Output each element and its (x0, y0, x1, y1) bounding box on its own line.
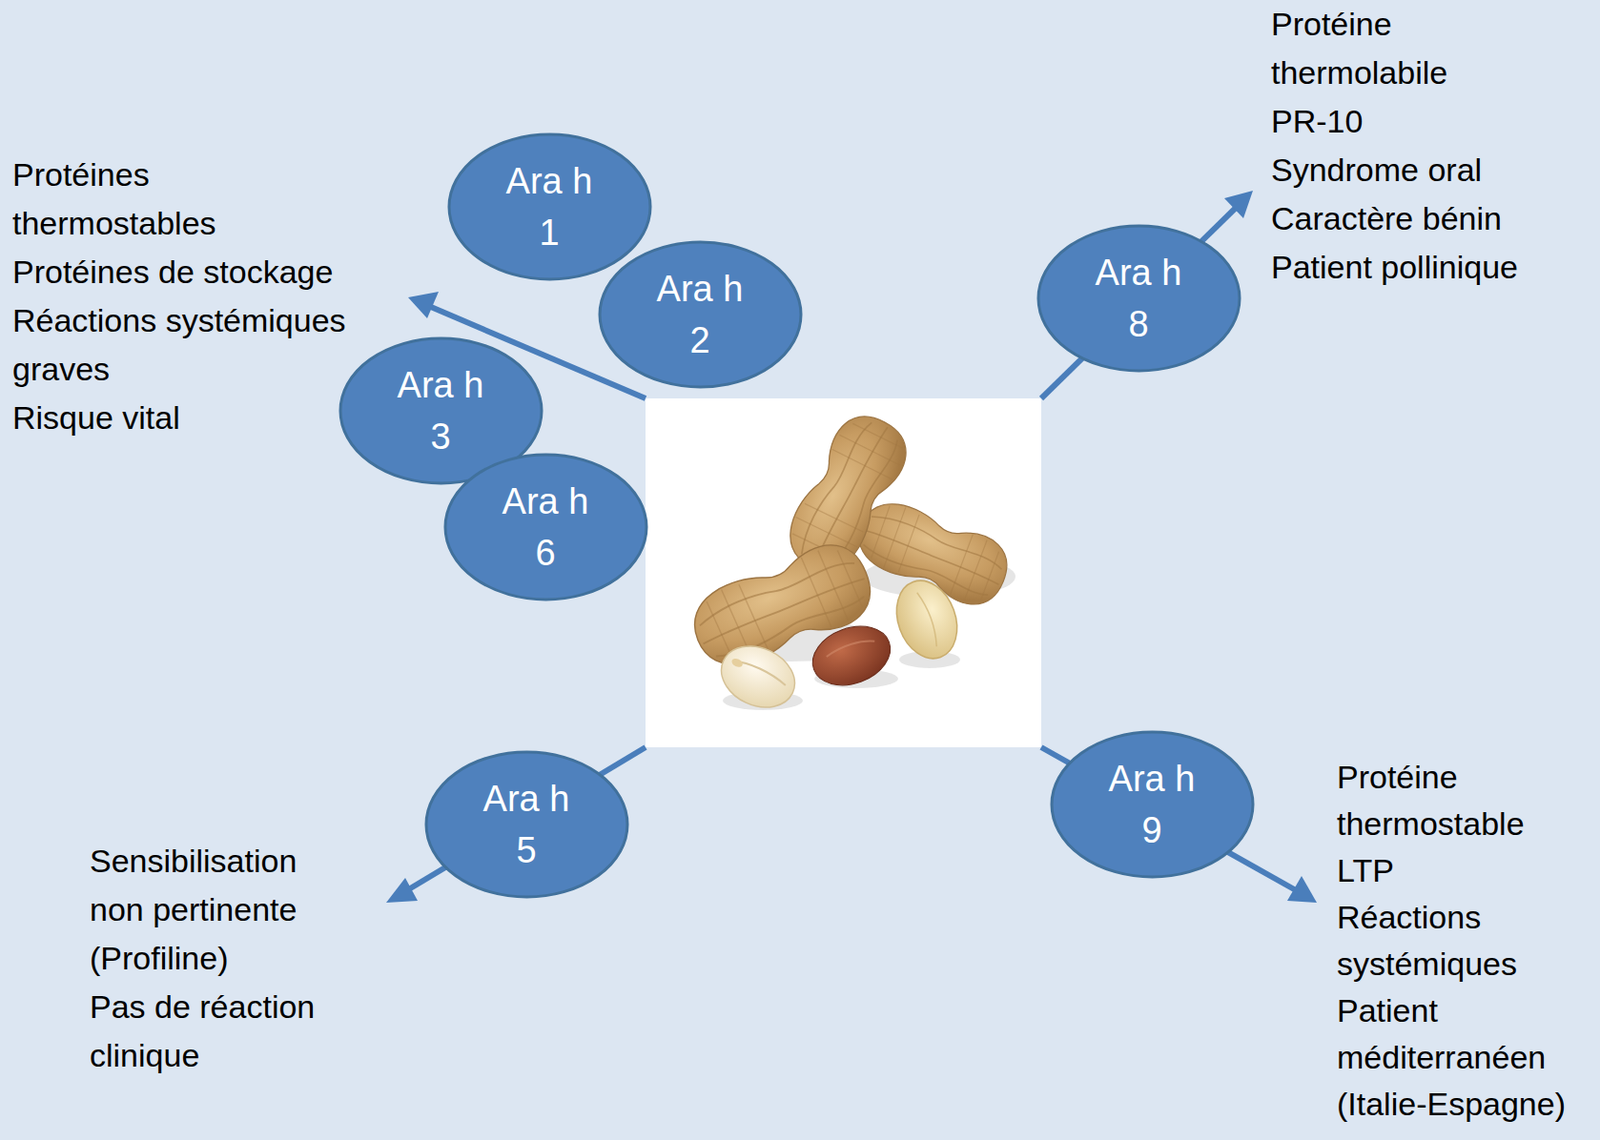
description-text: Caractère bénin (1271, 194, 1531, 244)
allergen-ellipse: Ara h 9 (1049, 730, 1255, 880)
allergen-name: Ara h 1 (495, 155, 603, 259)
ellipse-outline (1036, 224, 1242, 373)
description-text: Pas de réaction clinique (89, 983, 327, 1081)
description-block: Protéine thermolabilePR-10Syndrome oralC… (1271, 0, 1531, 292)
allergen-name: Ara h 9 (1098, 753, 1206, 857)
arrowhead (1224, 190, 1253, 219)
allergen-name: Ara h 6 (492, 475, 599, 579)
description-text: Syndrome oral (1271, 145, 1531, 195)
ellipse-outline (424, 750, 630, 900)
allergen-ellipse: Ara h 1 (447, 132, 653, 282)
ellipse-outline (1049, 730, 1255, 880)
peanut-kernel (885, 572, 967, 667)
ellipse-shape (1051, 732, 1253, 878)
arrowhead (408, 291, 439, 319)
ellipse-outline (447, 132, 653, 282)
description-text: Protéines thermostables (12, 150, 353, 248)
description-text: Risque vital (12, 393, 353, 443)
allergen-ellipse: Ara h 8 (1036, 224, 1242, 373)
ellipse-shape (1038, 225, 1240, 371)
allergen-ellipse: Ara h 6 (443, 452, 649, 602)
arrowhead (386, 878, 418, 903)
description-block: Protéines thermostablesProtéines de stoc… (12, 150, 353, 443)
description-text: Patient méditerranéen (Italie-Espagne) (1336, 987, 1580, 1129)
allergen-name: Ara h 8 (1085, 246, 1192, 350)
description-text: Sensibilisation non pertinente (Profilin… (89, 837, 327, 984)
ellipse-outline (443, 452, 649, 602)
ellipse-shape (426, 752, 628, 898)
allergen-ellipse: Ara h 2 (597, 240, 803, 390)
ellipse-shape (449, 134, 651, 280)
ellipse-shape (599, 242, 801, 388)
allergen-ellipse: Ara h 5 (424, 750, 630, 900)
photo-frame (645, 398, 1042, 748)
ellipse-shape (445, 454, 647, 600)
description-text: LTP (1336, 847, 1580, 895)
arrowhead (1287, 876, 1317, 903)
peanut-kernel (804, 615, 900, 696)
description-text: Réactions systémiques (1336, 894, 1580, 988)
description-block: Protéine thermostableLTPRéactions systém… (1336, 754, 1580, 1129)
description-text: Protéine thermostable (1336, 754, 1580, 848)
allergen-name: Ara h 2 (646, 263, 754, 367)
description-text: Patient pollinique (1271, 243, 1531, 292)
peanut-kernel (711, 635, 805, 719)
description-block: Sensibilisation non pertinente (Profilin… (89, 837, 327, 1081)
allergen-name: Ara h 3 (387, 359, 494, 463)
description-text: Réactions systémiques graves (12, 296, 353, 394)
ellipse-outline (597, 240, 803, 390)
description-text: PR-10 (1271, 97, 1531, 146)
allergen-name: Ara h 5 (472, 773, 580, 877)
description-text: Protéine thermolabile (1271, 0, 1531, 98)
description-text: Protéines de stockage (12, 247, 353, 297)
